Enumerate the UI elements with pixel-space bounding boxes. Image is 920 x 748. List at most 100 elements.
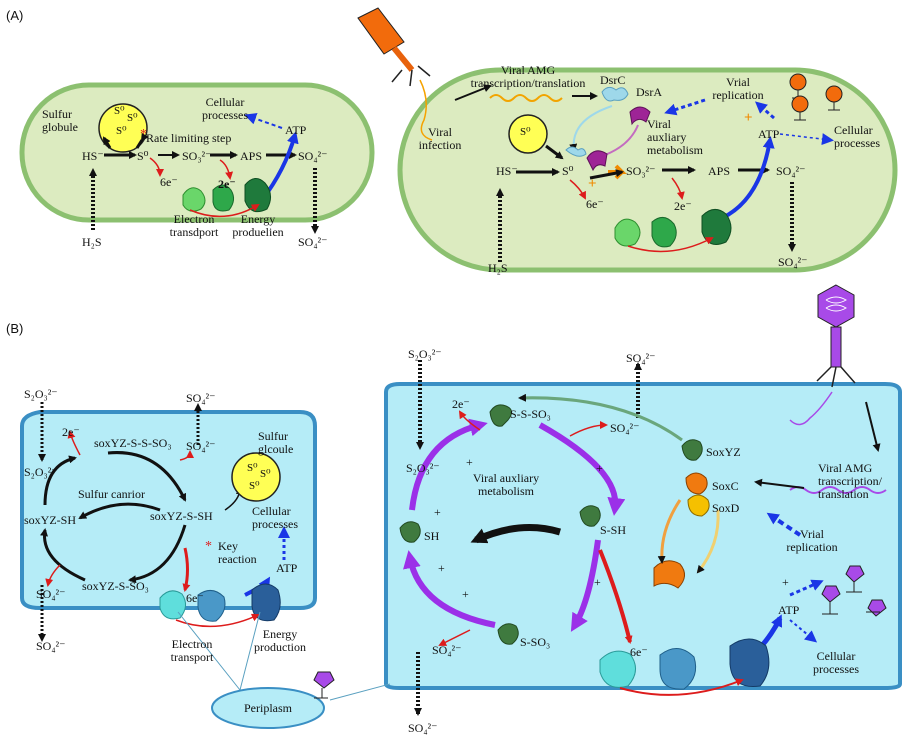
2e-a-right: 2e⁻	[674, 199, 692, 213]
electron-transport-protein-a1	[182, 187, 206, 212]
s0-a-left: S⁰	[137, 149, 149, 163]
2e-b-left: 2e⁻	[62, 425, 80, 439]
cellular-processes-b-right: Cellular processes	[813, 649, 859, 676]
so4-out-a-right: SO₄²⁻	[778, 255, 808, 269]
hs-a-right: HS⁻	[496, 164, 518, 178]
s-sh-label: S-SH	[600, 523, 627, 537]
soxcd-complex	[653, 560, 685, 589]
rate-limiting-star: *	[140, 127, 147, 142]
dsrc-label: DsrC	[600, 73, 626, 87]
plus-4: +	[438, 561, 445, 575]
phage-periplasm	[313, 671, 335, 699]
so3-a-left: SO₃²⁻	[182, 149, 212, 163]
s0-b-c: S⁰	[249, 480, 260, 492]
soxyz-sh: soxYZ-SH	[24, 513, 77, 527]
replication-a: Vrial replication	[712, 75, 764, 102]
so4-b-left-out: SO₄²⁻	[36, 639, 66, 653]
cellular-processes-a-right: Cellular processes	[834, 123, 880, 150]
cellular-processes-a-left: Cellular processes	[202, 95, 248, 122]
electron-transport-protein-a3	[614, 218, 641, 247]
plus-6: +	[462, 587, 469, 601]
s0-c: S⁰	[116, 125, 127, 137]
aps-a-left: APS	[240, 149, 263, 163]
s2o3-b-right-in: S₂O₃²⁻	[406, 461, 440, 475]
so4-b-right-out: SO₄²⁻	[408, 721, 438, 735]
periplasm-bubble	[211, 687, 325, 729]
so4-b-right-inner: SO₄²⁻	[610, 421, 640, 435]
soxyz-s-so3: soxYZ-S-SO₃	[82, 579, 149, 593]
key-reaction-star: *	[205, 539, 212, 554]
electron-transport-b-left: Electron transport	[170, 637, 214, 664]
so4-b-left-top: SO₄²⁻	[186, 391, 216, 405]
soxc-label: SoxC	[712, 479, 739, 493]
viral-amg-b: Viral AMG transcription/ translation	[818, 461, 882, 501]
atp-b-right: ATP	[778, 603, 800, 617]
electron-transport-protein-b1	[159, 590, 186, 620]
so4-b-right-low: SO₄²⁻	[432, 643, 462, 657]
phage-b-small-1	[821, 585, 841, 615]
sulfur-carrier-label: Sulfur canrior	[78, 487, 145, 501]
electron-transport-protein-b2	[197, 590, 226, 622]
so4-a-left: SO₄²⁻	[298, 149, 328, 163]
electron-transport-protein-a4	[651, 217, 677, 248]
so4-b-left-low: SO₄²⁻	[36, 587, 66, 601]
electron-transport-protein-a2	[212, 184, 235, 212]
viral-aux-metabolism-a: Viral auxliary metabolism	[647, 117, 703, 157]
phage-b-small-2	[845, 565, 865, 593]
so4-b-left-mid: SO₄²⁻	[186, 439, 216, 453]
periplasm-label: Periplasm	[244, 701, 292, 715]
soxd-label: SoxD	[712, 501, 740, 515]
phage-a-infecting	[357, 7, 431, 87]
2e-b-right: 2e⁻	[452, 397, 470, 411]
6e-a-right: 6e⁻	[586, 197, 604, 211]
sox-protein-s-so3	[497, 623, 519, 645]
2e-a-left: 2e⁻	[218, 177, 236, 191]
sulfur-globule-b-label: Sulfur glcoule	[258, 429, 294, 456]
plus-5: +	[594, 575, 601, 589]
6e-b-left: 6e⁻	[186, 591, 204, 605]
panel-b-label: (B)	[6, 321, 24, 336]
s0-b: S⁰	[127, 112, 138, 124]
atp-b-left: ATP	[276, 561, 298, 575]
plus-7: +	[782, 575, 789, 589]
viral-aux-metabolism-b: Viral auxliary metabolism	[472, 471, 540, 498]
phage-b-infecting	[816, 284, 856, 388]
phage-a-small-2	[825, 85, 843, 111]
sulfur-globule-b	[231, 452, 281, 502]
6e-b-right: 6e⁻	[630, 645, 648, 659]
s0-b-a: S⁰	[247, 462, 258, 474]
soxc-protein	[685, 472, 708, 495]
plus-a-s0: +	[588, 176, 597, 192]
dsra-protein-top	[629, 106, 651, 126]
s0-ball-a	[508, 114, 548, 154]
hs-a-left: HS⁻	[82, 149, 104, 163]
so4-b-right-top: SO₄²⁻	[626, 351, 656, 365]
energy-production-b-left: Energy production	[254, 627, 306, 654]
electron-transport-protein-b4	[659, 648, 697, 690]
sh-label: SH	[424, 529, 440, 543]
h2s-a-left: H₂S	[82, 235, 102, 249]
plus-3: +	[434, 505, 441, 519]
soxyz-label: SoxYZ	[706, 445, 741, 459]
soxyz-protein	[681, 439, 703, 461]
6e-a-left: 6e⁻	[160, 175, 178, 189]
sox-protein-s-s-so3	[489, 404, 512, 427]
so4-out-a-left: SO₄²⁻	[298, 235, 328, 249]
dsra-protein-low	[586, 150, 608, 172]
sox-protein-sh	[399, 521, 421, 543]
viral-infection-label: Viral infection	[418, 125, 462, 152]
energy-production-a-left: Energy produelien	[232, 212, 284, 239]
replication-b: Vrial replication	[786, 527, 838, 554]
s0-ball-label: S⁰	[520, 126, 531, 138]
aps-a-right: APS	[708, 164, 731, 178]
h2s-a-right: H₂S	[488, 261, 508, 275]
energy-production-protein-b2	[729, 638, 770, 688]
electron-transport-a-left: Electron transdport	[169, 212, 219, 239]
soxyz-s-sh: soxYZ-S-SH	[150, 509, 213, 523]
plus-1: +	[466, 455, 473, 469]
plus-a-atp: +	[744, 110, 753, 126]
panel-a-label: (A)	[6, 8, 24, 23]
sulfur-globule-label: Sulfur globule	[42, 107, 78, 134]
viral-amg-a: Viral AMG transcription/translation	[470, 63, 586, 90]
